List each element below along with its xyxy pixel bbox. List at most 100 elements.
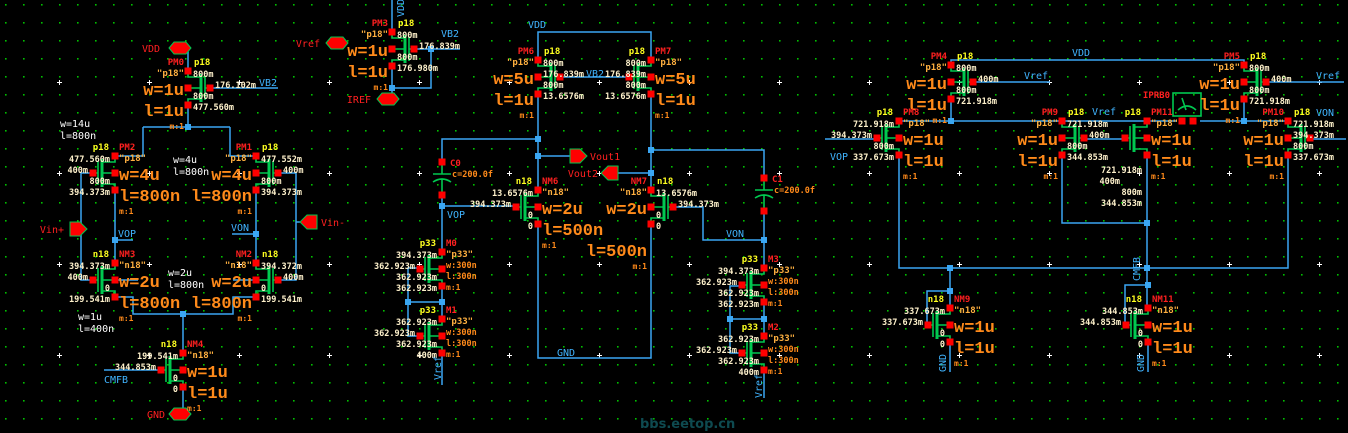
pin-vref[interactable] (325, 36, 349, 50)
terminal-pin[interactable] (1284, 151, 1292, 159)
terminal-pin[interactable] (89, 276, 97, 284)
pin-vin-n[interactable] (299, 214, 318, 230)
terminal-pin[interactable] (895, 117, 903, 125)
transistor-pm2[interactable] (89, 152, 119, 194)
terminal-pin[interactable] (760, 298, 768, 306)
pin-vout2[interactable] (600, 165, 619, 181)
wire[interactable] (278, 172, 297, 281)
terminal-pin[interactable] (252, 152, 260, 160)
terminal-pin[interactable] (1144, 321, 1152, 329)
terminal-pin[interactable] (1143, 134, 1151, 142)
transistor-nm6[interactable] (512, 186, 542, 228)
pin-gnd[interactable] (168, 407, 192, 421)
terminal-pin[interactable] (556, 73, 564, 81)
terminal-pin[interactable] (184, 67, 192, 75)
terminal-pin[interactable] (947, 95, 955, 103)
terminal-pin[interactable] (438, 332, 446, 340)
terminal-pin[interactable] (1121, 134, 1129, 142)
terminal-pin[interactable] (895, 134, 903, 142)
terminal-pin[interactable] (157, 366, 165, 374)
terminal-pin[interactable] (1058, 134, 1066, 142)
wire[interactable] (898, 156, 1289, 269)
transistor-pm8[interactable] (873, 117, 903, 159)
wire[interactable] (537, 224, 652, 359)
terminal-pin[interactable] (738, 349, 746, 357)
terminal-pin[interactable] (179, 349, 187, 357)
pin-vin-p[interactable] (69, 221, 88, 237)
terminal-pin[interactable] (438, 349, 446, 357)
pin-iref[interactable] (376, 92, 400, 106)
transistor-pm7[interactable] (625, 56, 655, 98)
terminal-pin[interactable] (760, 207, 768, 215)
pin-shape[interactable] (376, 92, 400, 106)
terminal-pin[interactable] (760, 264, 768, 272)
wire[interactable] (441, 138, 538, 162)
terminal-pin[interactable] (1122, 321, 1130, 329)
terminal-pin[interactable] (1240, 61, 1248, 69)
terminal-pin[interactable] (534, 73, 542, 81)
terminal-pin[interactable] (1284, 117, 1292, 125)
wire[interactable] (229, 127, 256, 157)
terminal-pin[interactable] (179, 366, 187, 374)
terminal-pin[interactable] (924, 321, 932, 329)
transistor-pm1[interactable] (252, 152, 282, 194)
wire[interactable] (926, 290, 950, 325)
wire[interactable] (651, 149, 765, 178)
terminal-pin[interactable] (438, 265, 446, 273)
terminal-pin[interactable] (969, 78, 977, 86)
terminal-pin[interactable] (438, 191, 446, 199)
pin-shape[interactable] (299, 214, 318, 230)
terminal-pin[interactable] (1189, 117, 1197, 125)
terminal-pin[interactable] (1284, 134, 1292, 142)
transistor-nm3[interactable] (89, 259, 119, 301)
terminal-pin[interactable] (647, 203, 655, 211)
terminal-pin[interactable] (947, 61, 955, 69)
terminal-pin[interactable] (252, 293, 260, 301)
terminal-pin[interactable] (534, 186, 542, 194)
terminal-pin[interactable] (760, 281, 768, 289)
terminal-pin[interactable] (1262, 78, 1270, 86)
capacitor-c0[interactable] (432, 158, 452, 199)
transistor-pm3[interactable] (388, 28, 418, 70)
terminal-pin[interactable] (534, 203, 542, 211)
terminal-pin[interactable] (416, 265, 424, 273)
terminal-pin[interactable] (738, 281, 746, 289)
terminal-pin[interactable] (647, 56, 655, 64)
transistor-nm2[interactable] (252, 259, 282, 301)
terminal-pin[interactable] (1080, 134, 1088, 142)
terminal-pin[interactable] (179, 383, 187, 391)
transistor-pm5[interactable] (1240, 61, 1270, 103)
terminal-pin[interactable] (1240, 78, 1248, 86)
terminal-pin[interactable] (252, 169, 260, 177)
terminal-pin[interactable] (438, 158, 446, 166)
terminal-pin[interactable] (1144, 338, 1152, 346)
terminal-pin[interactable] (438, 248, 446, 256)
terminal-pin[interactable] (1144, 304, 1152, 312)
terminal-pin[interactable] (1143, 117, 1151, 125)
wire[interactable] (537, 31, 652, 60)
terminal-pin[interactable] (534, 56, 542, 64)
terminal-pin[interactable] (111, 169, 119, 177)
terminal-pin[interactable] (760, 349, 768, 357)
transistor-nm11[interactable] (1122, 304, 1152, 346)
pin-shape[interactable] (69, 221, 88, 237)
terminal-pin[interactable] (625, 73, 633, 81)
terminal-pin[interactable] (512, 203, 520, 211)
terminal-pin[interactable] (895, 151, 903, 159)
transistor-pm11[interactable] (1121, 117, 1151, 159)
terminal-pin[interactable] (184, 84, 192, 92)
terminal-pin[interactable] (111, 293, 119, 301)
terminal-pin[interactable] (534, 220, 542, 228)
terminal-pin[interactable] (647, 73, 655, 81)
terminal-pin[interactable] (1306, 134, 1314, 142)
terminal-pin[interactable] (274, 276, 282, 284)
terminal-pin[interactable] (946, 304, 954, 312)
transistor-m1[interactable] (416, 315, 446, 357)
terminal-pin[interactable] (946, 338, 954, 346)
terminal-pin[interactable] (388, 62, 396, 70)
terminal-pin[interactable] (410, 45, 418, 53)
terminal-pin[interactable] (760, 366, 768, 374)
wire[interactable] (392, 49, 432, 89)
terminal-pin[interactable] (1143, 151, 1151, 159)
